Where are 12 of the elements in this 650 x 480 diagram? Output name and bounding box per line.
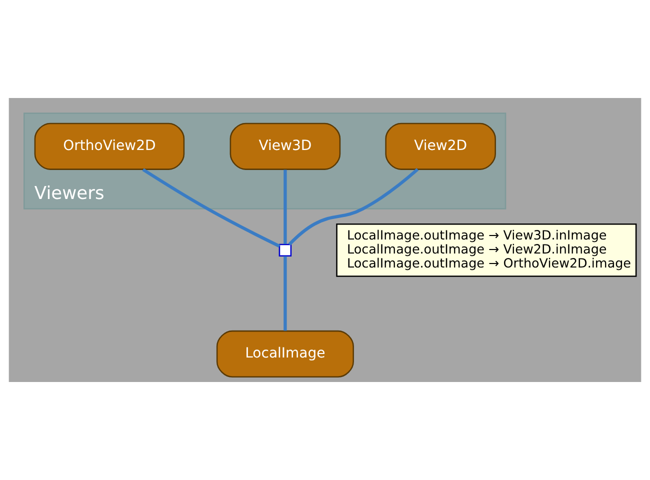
connector <box>288 168 419 246</box>
node-box: View3D <box>230 122 341 170</box>
node-box <box>278 244 292 257</box>
connector <box>142 168 280 248</box>
label: LocalImage.outImage → OrthoView2D.image <box>346 256 632 272</box>
node-box: View2D <box>385 122 496 170</box>
label: LocalImage.outImage → View3D.inImage <box>346 228 607 244</box>
connector <box>284 170 287 244</box>
connector <box>284 256 287 331</box>
node-box: LocalImage <box>216 330 354 378</box>
label: LocalImage.outImage → View2D.inImage <box>346 242 607 258</box>
node-box: OrthoView2D <box>34 122 185 170</box>
